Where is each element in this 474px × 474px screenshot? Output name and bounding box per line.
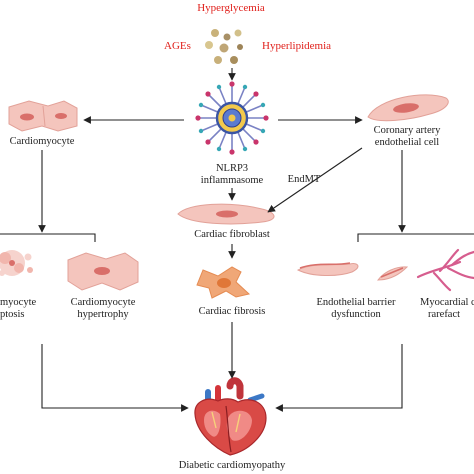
- apoptosis-cell-icon: [0, 250, 33, 276]
- hyperglycemia-label: Hyperglycemia: [197, 2, 265, 14]
- bracket-right: [357, 233, 474, 242]
- cardiac-fibrosis-icon: [196, 266, 251, 299]
- ages-label: AGEs: [164, 40, 191, 52]
- bracket-bottom-right: [275, 344, 403, 412]
- nlrp3-label: NLRP3 inflammasome: [200, 163, 264, 186]
- cardiac-fibroblast-label: Cardiac fibroblast: [194, 229, 270, 240]
- heart-icon: [194, 377, 267, 456]
- endothelial-cell-icon: [367, 94, 449, 122]
- barrier-dysfunction-icon: [296, 262, 409, 281]
- endmt-label: EndMT: [287, 174, 321, 185]
- bracket-left: [0, 233, 96, 242]
- hyperlipidemia-label: Hyperlipidemia: [262, 40, 332, 52]
- arrow-endmt: [267, 147, 363, 213]
- cardiac-fibroblast-icon: [177, 203, 275, 225]
- hypertrophy-cell-icon: [67, 252, 139, 291]
- nlrp3-inflammasome-icon: [195, 81, 269, 155]
- barrier-dysfunction-label: Endothelial barrier dysfunction: [316, 297, 396, 320]
- diabetic-cardiomyopathy-label: Diabetic cardiomyopathy: [178, 460, 286, 471]
- capillary-rarefaction-icon: [416, 248, 474, 292]
- coronary-endothelial-label: Coronary artery endothelial cell: [373, 125, 441, 148]
- rarefaction-label: Myocardial c rarefact: [420, 297, 474, 320]
- cardiomyocyte-cell-icon: [8, 100, 78, 132]
- cardiomyocyte-label: Cardiomyocyte: [9, 136, 75, 147]
- hypertrophy-label: Cardiomyocyte hypertrophy: [70, 297, 136, 320]
- trigger-particles: [205, 29, 243, 64]
- apoptosis-label: myocyte ptosis: [0, 297, 37, 320]
- bracket-bottom-left: [41, 344, 189, 412]
- cardiac-fibrosis-label: Cardiac fibrosis: [198, 306, 266, 317]
